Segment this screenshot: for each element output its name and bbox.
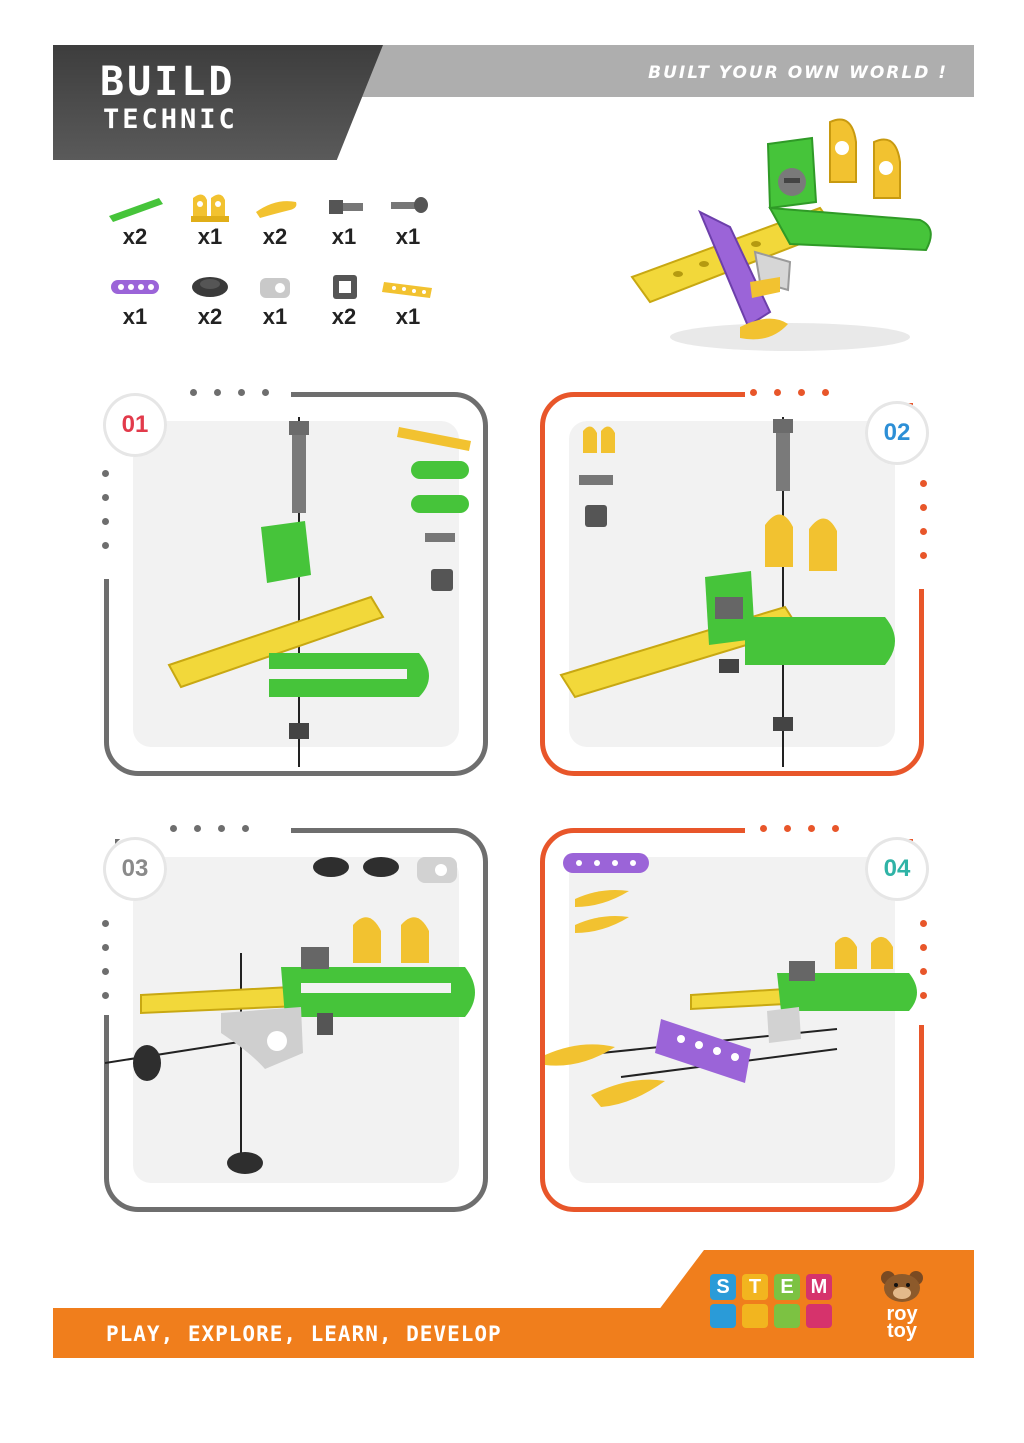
step-1-illustration [167,417,471,767]
science-icon [710,1304,736,1328]
angle-bracket-icon [260,278,290,298]
purple-beam-icon [111,280,159,294]
part-yellow-double-bracket: x1 [180,192,240,250]
brand-logo: roy toy [872,1268,932,1348]
part-qty: x2 [197,304,223,329]
square-nut-icon [333,275,357,299]
part-long-bolt: x1 [314,192,374,250]
part-qty: x2 [122,224,148,249]
brand-name-line1: roy [886,1303,918,1325]
bear-mascot-icon [881,1271,923,1302]
yellow-beam-icon [382,282,432,298]
step-number-badge: 03 [103,837,167,901]
tagline: BUILT YOUR OWN WORLD ! [648,63,948,83]
step-panel-1: 01 [101,389,488,776]
assembled-model-illustration [630,118,932,351]
step-panel-3: 03 [101,825,488,1212]
stem-letter: E [774,1274,800,1300]
part-gear-nut: x2 [180,272,240,330]
yellow-link-icon [256,201,297,218]
brand-name-line2: toy [887,1320,917,1342]
part-qty: x1 [395,224,421,249]
logo-panel [53,45,383,160]
part-qty: x2 [262,224,288,249]
short-bolt-icon [391,197,428,213]
part-grey-angle-bracket: x1 [245,272,305,330]
step-number: 02 [883,419,911,446]
part-qty: x1 [395,304,421,329]
logo-title: BUILD [100,59,236,105]
part-qty: x1 [262,304,288,329]
gear-nut-icon [192,277,228,297]
stem-letter: T [742,1274,768,1300]
yellow-bracket-icon [191,194,229,222]
step-number: 01 [121,411,149,438]
step-number-badge: 04 [865,837,929,901]
step-3-illustration [105,857,475,1174]
math-icon [806,1304,832,1328]
part-qty: x1 [197,224,223,249]
step-panel-2: 02 [540,389,937,776]
part-green-beam: x2 [105,192,165,250]
engineering-icon [774,1304,800,1328]
part-qty: x2 [331,304,357,329]
step-number-badge: 02 [865,401,929,465]
part-purple-beam: x1 [105,272,165,330]
part-yellow-perforated-beam: x1 [378,272,438,330]
step-number: 03 [121,855,149,882]
long-bolt-icon [329,200,363,214]
stem-letter: M [806,1274,832,1300]
step-4-illustration [545,853,917,1107]
step-panel-4: 04 [540,825,937,1212]
part-yellow-short-link: x2 [245,192,305,250]
part-square-nut: x2 [314,272,374,330]
technology-icon [742,1304,768,1328]
part-qty: x1 [331,224,357,249]
stem-badge: S T E M [706,1268,846,1346]
step-number: 04 [883,855,911,882]
stem-letter: S [710,1274,736,1300]
step-number-badge: 01 [103,393,167,457]
logo-subtitle: TECHNIC [103,104,238,135]
step-2-illustration [559,417,895,767]
green-beam-icon [109,198,163,222]
footer-slogan: PLAY, EXPLORE, LEARN, DEVELOP [106,1322,502,1346]
part-qty: x1 [122,304,148,329]
part-short-bolt: x1 [378,192,438,250]
